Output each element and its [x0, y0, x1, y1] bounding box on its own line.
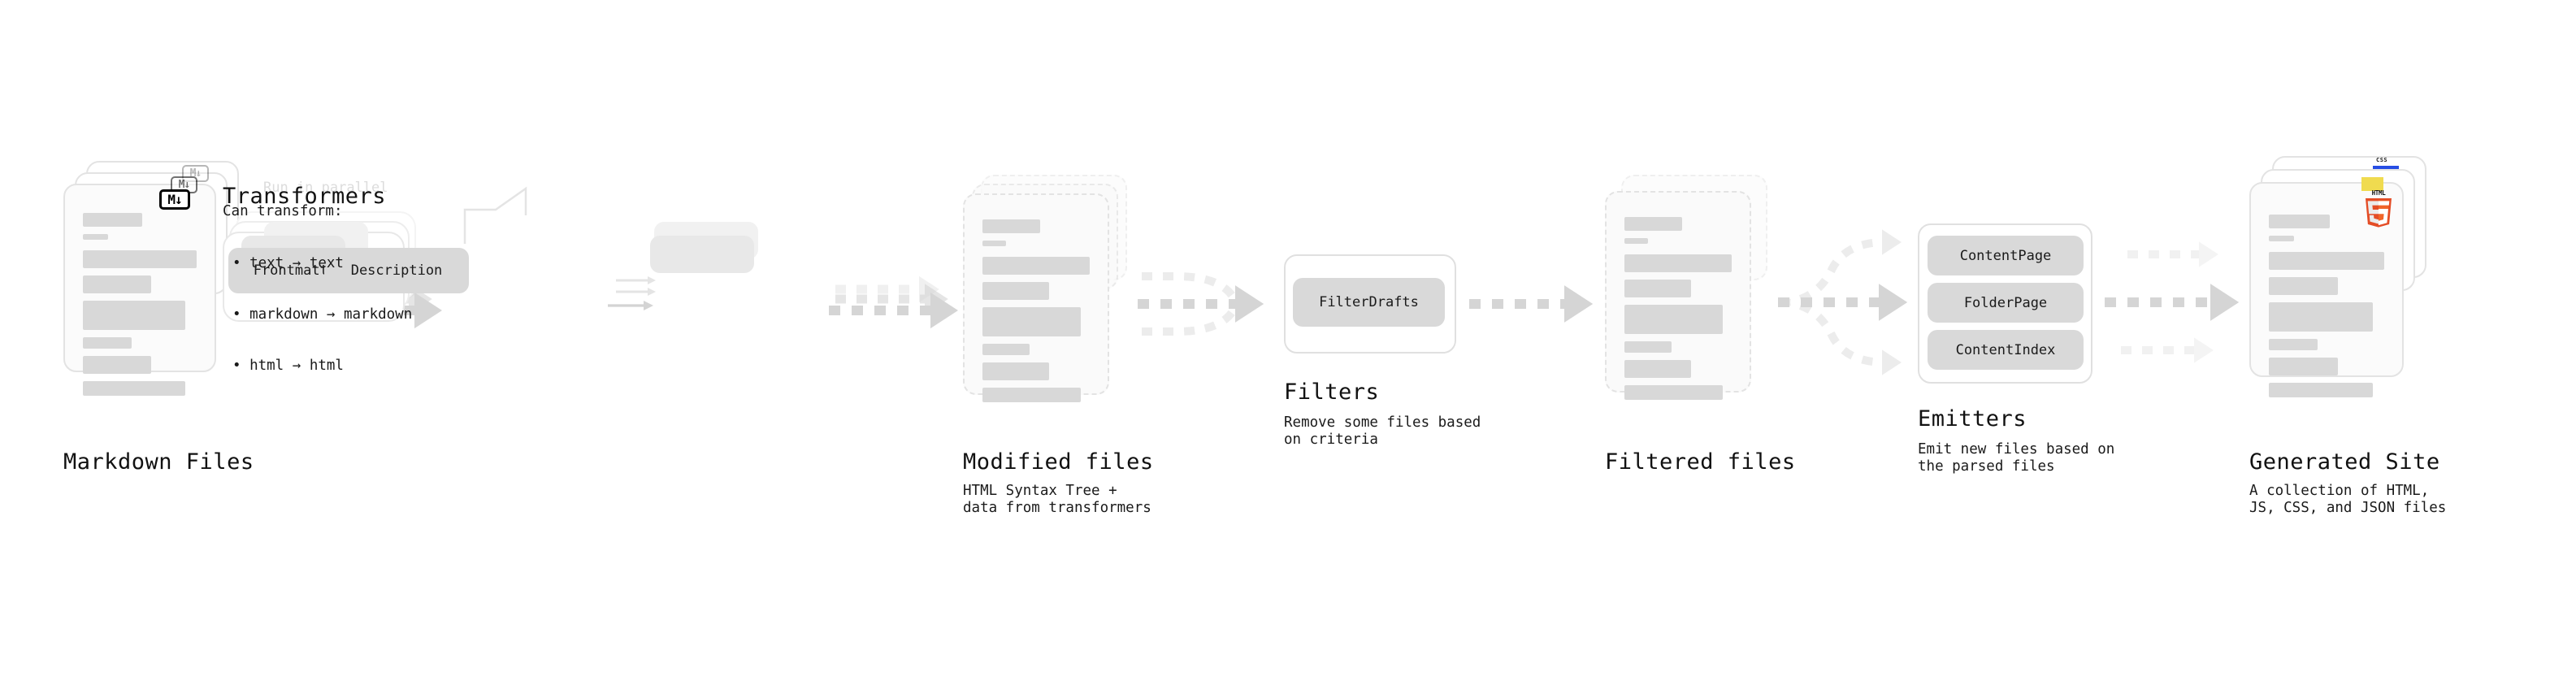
arrow-emitters-to-site	[2105, 241, 2240, 363]
emitters-chip-contentindex-label: ContentIndex	[1955, 341, 2056, 358]
arrow-modified-to-filters	[1138, 272, 1264, 336]
filters-caption: Remove some files based on criteria	[1284, 414, 1481, 448]
filtered-files-stack	[1605, 175, 1792, 443]
markdown-file-card-front	[63, 184, 216, 396]
transformers-title: Transformers	[223, 184, 387, 209]
filters-chip-filterdrafts[interactable]: FilterDrafts	[1293, 278, 1445, 327]
transformers-chip-frontmatter-label: Frontmatter	[253, 262, 345, 279]
filters-title: Filters	[1284, 380, 1380, 405]
emitters-chip-contentindex[interactable]: ContentIndex	[1928, 330, 2084, 370]
transformers-bullet-0: • text → text	[232, 255, 344, 271]
emitters-chip-folderpage[interactable]: FolderPage	[1928, 283, 2084, 323]
transformers-bullet-1: • markdown → markdown	[232, 306, 413, 323]
emitters-chip-contentpage-label: ContentPage	[1959, 247, 2052, 264]
generated-site-card-front	[2249, 182, 2404, 397]
js-badge	[2361, 177, 2383, 191]
transformers-chip-description[interactable]: Description	[324, 248, 469, 293]
emitters-chip-folderpage-label: FolderPage	[1963, 294, 2048, 311]
modified-file-content	[982, 219, 1090, 410]
markdown-badge-front: M↓	[159, 189, 190, 210]
emitters-chip-contentpage[interactable]: ContentPage	[1928, 236, 2084, 275]
generated-site-title: Generated Site	[2249, 449, 2440, 475]
modified-file-card-front	[963, 193, 1109, 402]
svg-text:HTML: HTML	[2372, 189, 2387, 197]
modified-files-title: Modified files	[963, 449, 1154, 475]
transformers-chip-description-label: Description	[350, 262, 443, 279]
transformers-bullets: • text → text • markdown → markdown • ht…	[232, 221, 412, 409]
arrow-filters-to-filtered	[1469, 285, 1594, 323]
run-in-parallel-label: Run in parallel	[263, 180, 388, 196]
markdown-files-stack: M↓ M↓ M↓	[63, 161, 323, 429]
arrow-transformers-inner	[608, 276, 656, 310]
emitters-title: Emitters	[1918, 406, 2027, 432]
filters-chip-filterdrafts-label: FilterDrafts	[1319, 294, 1419, 310]
markdown-files-title: Markdown Files	[63, 449, 254, 475]
filtered-files-title: Filtered files	[1605, 449, 1796, 475]
run-in-parallel-bracket	[463, 186, 527, 244]
generated-site-stack: CSS HTML	[2249, 156, 2452, 432]
generated-site-content	[2269, 215, 2384, 405]
arrow-filtered-to-emitters	[1778, 229, 1908, 375]
css-badge	[2373, 166, 2399, 169]
modified-files-stack	[963, 175, 1150, 443]
filtered-file-content	[1624, 217, 1732, 407]
arrow-transformers-to-modified	[829, 275, 958, 329]
modified-files-caption: HTML Syntax Tree + data from transformer…	[963, 483, 1151, 516]
markdown-file-content	[83, 213, 197, 403]
html5-badge: HTML	[2366, 189, 2392, 228]
transformers-caption: Can transform:	[223, 203, 343, 219]
transformers-chip-description-mid	[650, 236, 754, 273]
transformers-bullet-2: • html → html	[232, 358, 344, 374]
emitters-caption: Emit new files based on the parsed files	[1918, 441, 2115, 475]
generated-site-caption: A collection of HTML, JS, CSS, and JSON …	[2249, 483, 2447, 516]
css-badge-label: CSS	[2376, 157, 2388, 163]
filtered-file-card-front	[1605, 191, 1751, 400]
